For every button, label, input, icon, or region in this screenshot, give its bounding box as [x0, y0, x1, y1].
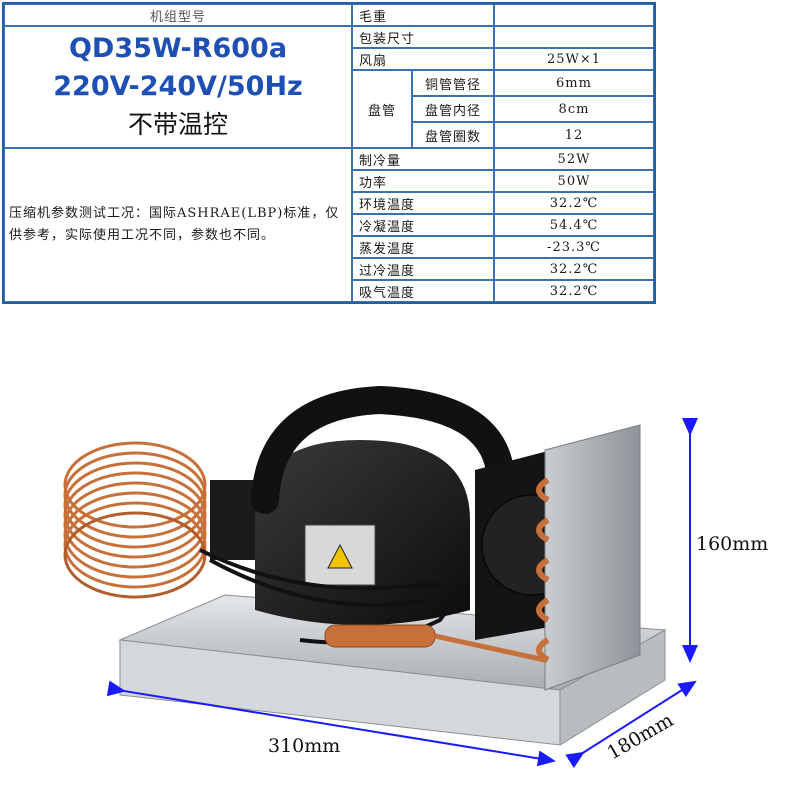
copper-coil	[63, 441, 207, 599]
filter-drier	[324, 624, 546, 663]
value-evaporating-temp: -23.3℃	[494, 236, 654, 258]
value-coil-inner-diameter: 8cm	[494, 96, 654, 122]
height-label: 160mm	[696, 533, 768, 555]
value-coil-turns: 12	[494, 122, 654, 148]
value-cooling-capacity: 52W	[494, 148, 654, 170]
label-coil-inner-diameter: 盘管内径	[412, 96, 494, 122]
label-package-size: 包装尺寸	[352, 26, 494, 48]
dimension-depth	[565, 680, 697, 769]
spec-table: 机组型号 QD35W-R600a 220V-240V/50Hz 不带温控 压缩机…	[2, 2, 656, 304]
label-ambient-temp: 环境温度	[352, 192, 494, 214]
label-condensing-temp: 冷凝温度	[352, 214, 494, 236]
model-header: 机组型号	[4, 4, 352, 26]
value-subcooling-temp: 32.2℃	[494, 258, 654, 280]
model-block: QD35W-R600a 220V-240V/50Hz 不带温控	[4, 26, 352, 148]
value-ambient-temp: 32.2℃	[494, 192, 654, 214]
value-suction-temp: 32.2℃	[494, 280, 654, 302]
condenser	[536, 424, 641, 691]
length-label: 310mm	[268, 735, 340, 757]
label-evaporating-temp: 蒸发温度	[352, 236, 494, 258]
label-gross-weight: 毛重	[352, 4, 494, 26]
label-suction-temp: 吸气温度	[352, 280, 494, 302]
label-fan: 风扇	[352, 48, 494, 70]
label-power: 功率	[352, 170, 494, 192]
warning-icon	[327, 543, 353, 569]
model-voltage: 220V-240V/50Hz	[53, 71, 303, 102]
test-condition-note: 压缩机参数测试工况：国际ASHRAE(LBP)标准，仅供参考，实际使用工况不同，…	[4, 148, 352, 302]
label-coil-turns: 盘管圈数	[412, 122, 494, 148]
value-fan: 25W×1	[494, 48, 654, 70]
value-package-size	[494, 26, 654, 48]
value-tube-diameter: 6mm	[494, 70, 654, 96]
model-name: QD35W-R600a	[68, 33, 288, 64]
value-power: 50W	[494, 170, 654, 192]
dimension-length	[106, 680, 556, 767]
value-gross-weight	[494, 4, 654, 26]
value-condensing-temp: 54.4℃	[494, 214, 654, 236]
compressor	[251, 385, 514, 625]
label-tube-diameter: 铜管管径	[412, 70, 494, 96]
condensing-unit-photo: 160mm 310mm 180mm	[63, 385, 768, 769]
label-subcooling-temp: 过冷温度	[352, 258, 494, 280]
label-cooling-capacity: 制冷量	[352, 148, 494, 170]
model-thermostat: 不带温控	[127, 110, 228, 139]
label-coil: 盘管	[352, 70, 412, 148]
